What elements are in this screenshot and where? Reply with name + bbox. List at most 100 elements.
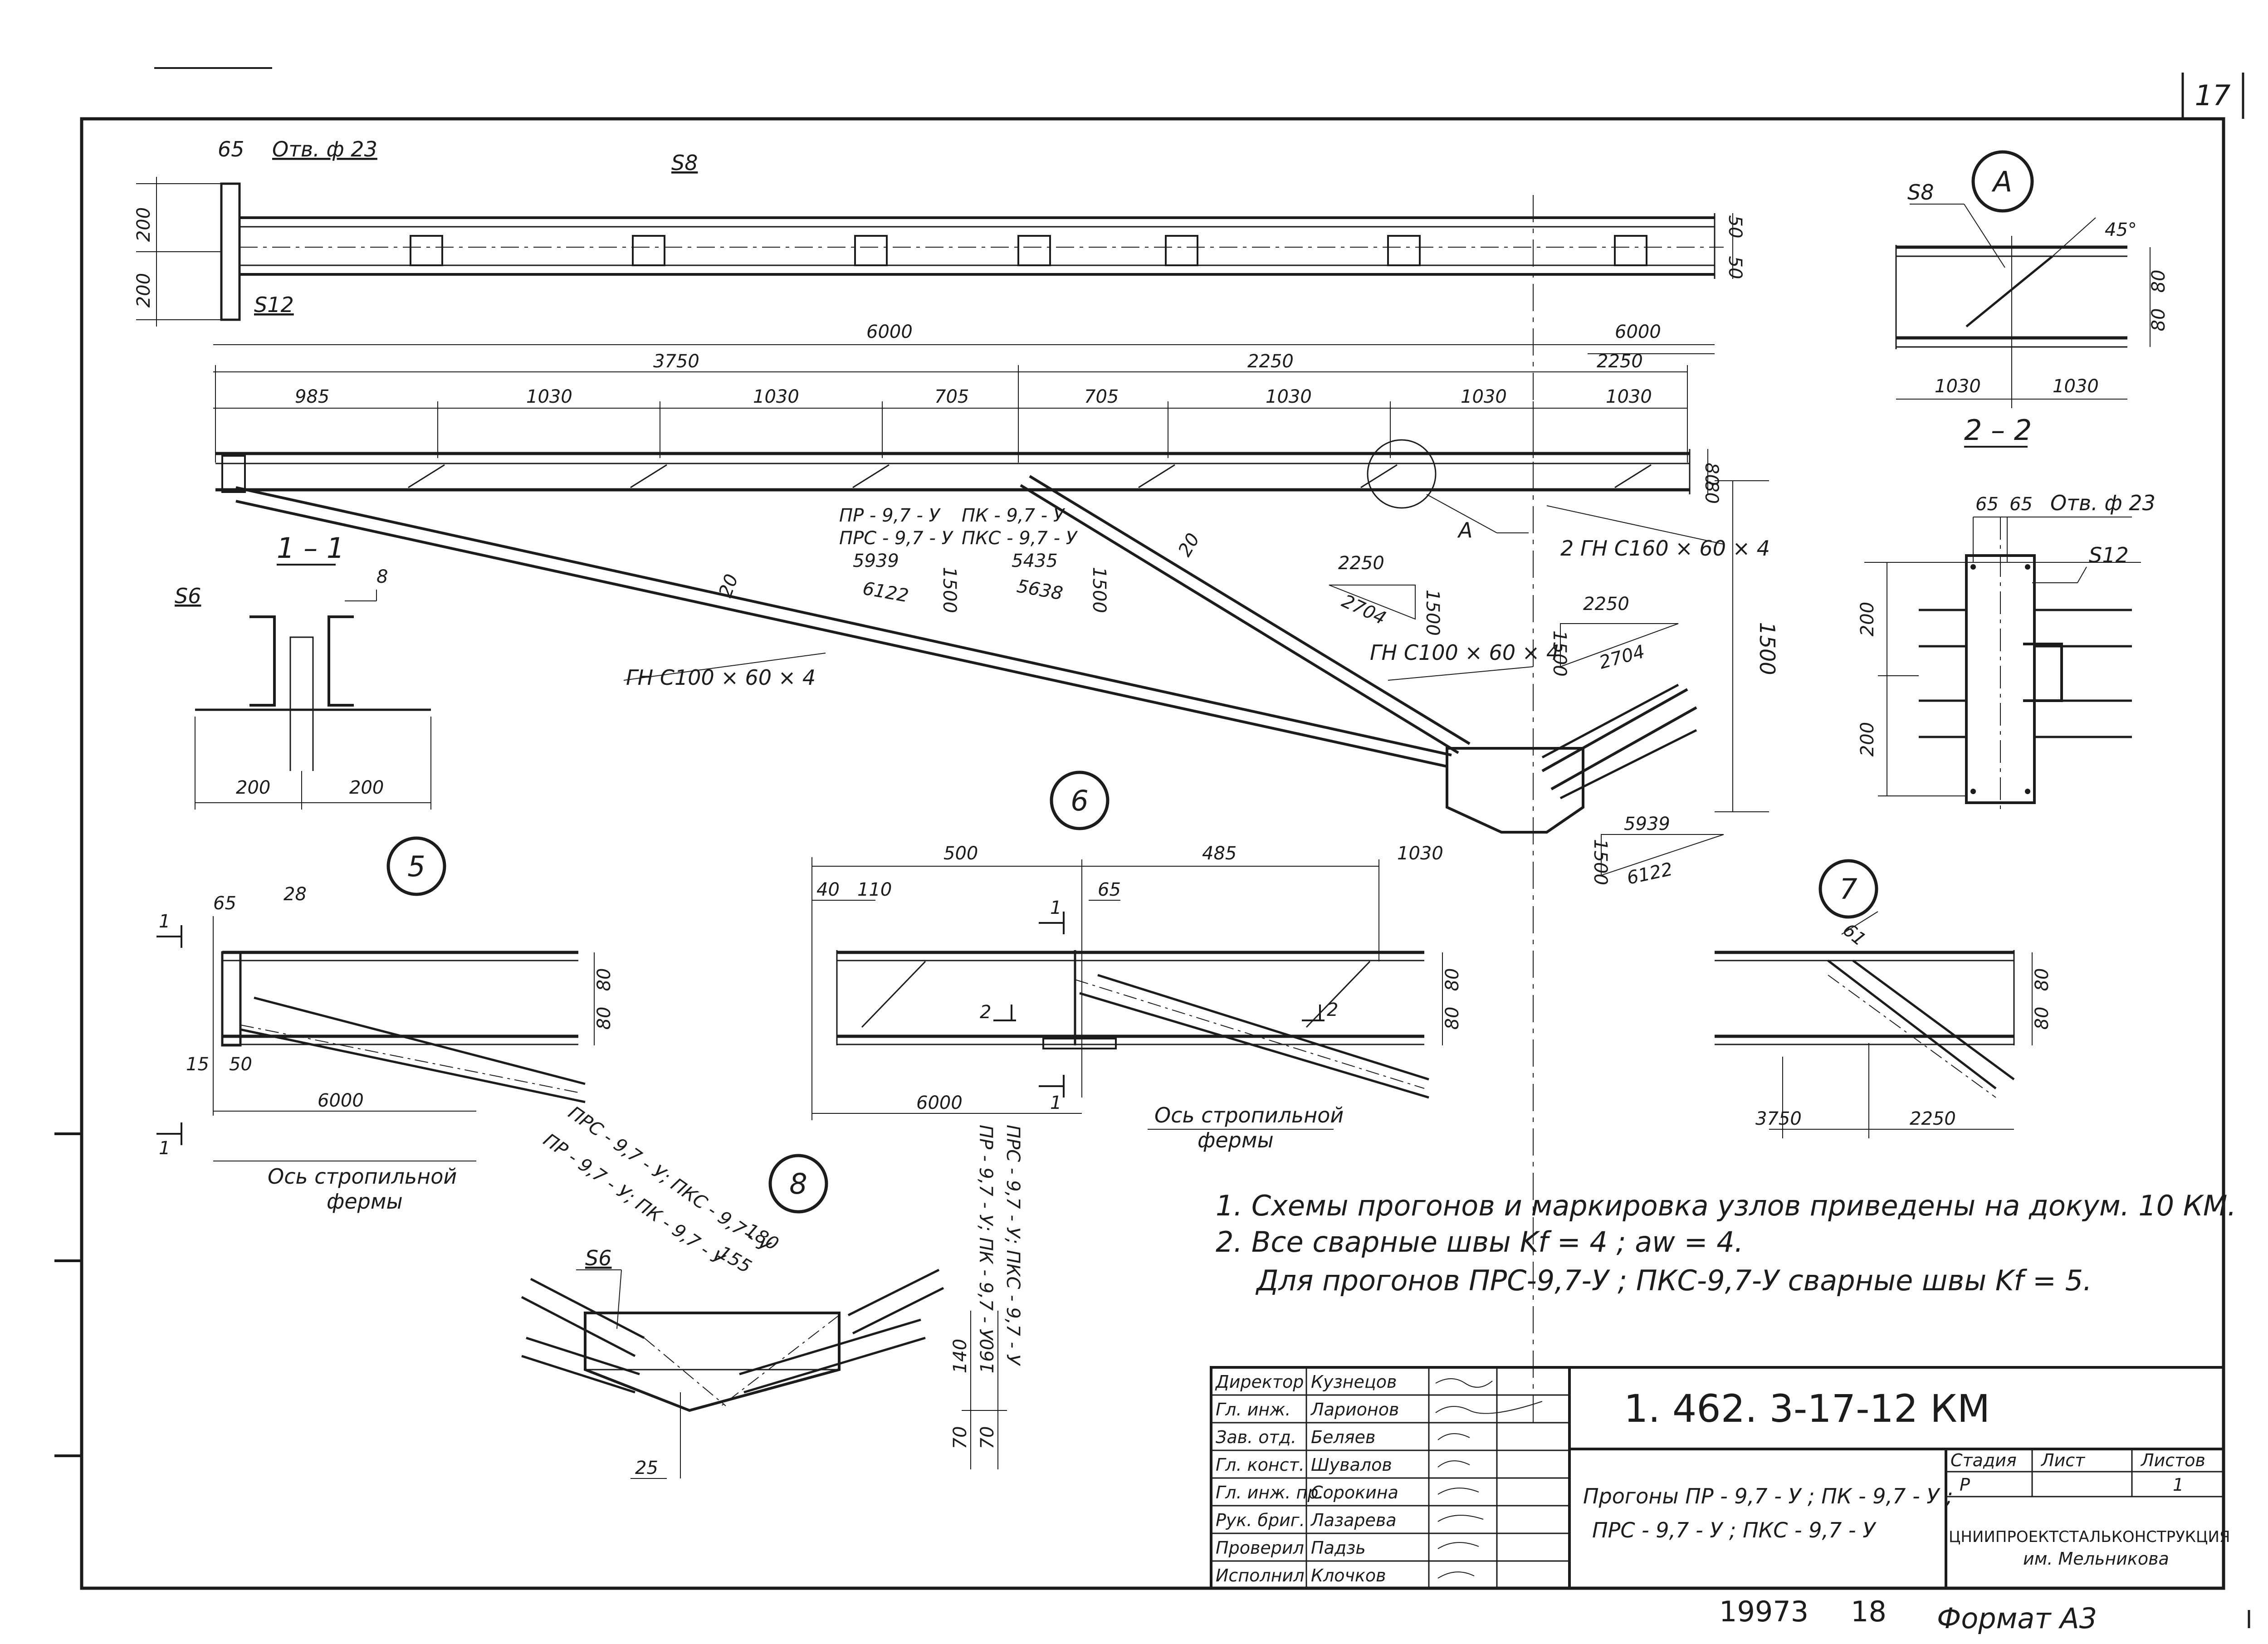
node-8-dim-70a: 70 (950, 1426, 971, 1449)
dim-985: 985 (295, 386, 329, 407)
dim-right-50-a: 50 (1725, 215, 1745, 239)
node-8 (521, 1154, 1007, 1479)
node-5-cut-bottom: 1 (159, 1138, 170, 1159)
section-2-2-dim-65a: 65 (1975, 494, 1999, 515)
detail-a-plate: S8 (1907, 180, 1934, 205)
node-6-dim-80b: 80 (1442, 1007, 1463, 1030)
node-5-dim-80b: 80 (594, 1007, 615, 1030)
node-8-dim-160: 160 (977, 1339, 998, 1373)
node-6-axis-1: Ось стропильной (1154, 1103, 1344, 1127)
slope3-a: 2250 (1338, 553, 1384, 574)
dim-2250-b: 2250 (1597, 351, 1643, 372)
node-6-dim-80a: 80 (1442, 968, 1463, 991)
slope3-h: 1500 (1422, 590, 1443, 636)
node-6-dim-110: 110 (857, 879, 892, 900)
dim-705-b: 705 (1084, 386, 1119, 407)
plate-s8-top: S8 (671, 151, 698, 175)
node-6-dim-6000: 6000 (916, 1093, 963, 1113)
slope4-h: 1500 (1549, 630, 1570, 677)
staff-role: Зав. отд. (1216, 1427, 1296, 1447)
section-2-2-dim-b: 200 (1857, 722, 1878, 756)
node-6-dim-1030: 1030 (1397, 843, 1443, 864)
title-line-1: Прогоны ПР - 9,7 - У ; ПК - 9,7 - У ; (1583, 1484, 1953, 1508)
section-2-2-dim-a: 200 (1857, 602, 1878, 636)
slope5-b: 6122 (1625, 859, 1675, 889)
slope2-b: 5638 (1015, 576, 1064, 605)
chord-label: 2 ГН С160 × 60 × 4 (1560, 536, 1770, 561)
dim-1030-b: 1030 (753, 386, 799, 407)
slope5-h: 1500 (1590, 839, 1611, 885)
sheets-value: 1 (2173, 1475, 2184, 1495)
section-1-1-dim-a: 200 (236, 777, 270, 798)
node-8-dim-140: 140 (950, 1339, 971, 1373)
dim-6000-top: 6000 (866, 322, 913, 342)
staff-table: Директор Кузнецов Гл. инж. Ларионов Зав.… (1215, 1372, 1399, 1585)
dim-2250-a: 2250 (1247, 351, 1294, 372)
note-1: 1. Схемы прогонов и маркировка узлов при… (1216, 1189, 2236, 1222)
node-5-dim-6000: 6000 (318, 1090, 364, 1111)
detail-a (1895, 150, 2151, 408)
sheet-header: Лист (2040, 1450, 2086, 1470)
bottom-number-1: 19973 (1719, 1595, 1809, 1628)
detail-a-dim-r2: 80 (2148, 308, 2169, 332)
hole-label-top: Отв. ф 23 (272, 137, 377, 161)
staff-role: Исполнил (1216, 1566, 1305, 1585)
section-1-1-weld: 8 (376, 566, 388, 587)
stage-value: Р (1960, 1475, 1970, 1495)
node-5 (156, 836, 595, 1161)
org-name: ЦНИИПРОЕКТСТАЛЬКОНСТРУКЦИЯ (1949, 1528, 2230, 1546)
staff-name: Кузнецов (1311, 1372, 1397, 1392)
node-6-sec-left: 2 (980, 1002, 991, 1023)
staff-name: Клочков (1311, 1566, 1386, 1585)
node-7-dim-80b: 80 (2032, 1007, 2053, 1030)
node-8-plate: S6 (585, 1246, 611, 1270)
dim-705-a: 705 (934, 386, 969, 407)
slope4-a: 2250 (1583, 594, 1629, 615)
dim-left-200-b: 200 (133, 273, 154, 307)
dim-80-a: 80 (1701, 463, 1722, 486)
staff-name: Ларионов (1310, 1400, 1399, 1420)
note-3: Для прогонов ПРС-9,7-У ; ПКС-9,7-У сварн… (1255, 1264, 2092, 1297)
node-6 (811, 771, 1443, 1130)
slope3-b: 2704 (1339, 590, 1389, 629)
section-1-1 (195, 564, 431, 810)
title-line-2: ПРС - 9,7 - У ; ПКС - 9,7 - У (1592, 1518, 1877, 1542)
mark-pks: ПКС - 9,7 - У (962, 528, 1078, 549)
node-8-dim-70b: 70 (977, 1426, 998, 1449)
node-8-dim-25: 25 (635, 1458, 658, 1478)
section-1-1-dim-b: 200 (349, 777, 384, 798)
slope2-h: 1500 (1089, 567, 1110, 613)
dim-1030-a: 1030 (526, 386, 572, 407)
detail-a-mark: А (1991, 165, 2012, 198)
dim-1500-height: 1500 (1755, 622, 1779, 675)
node-5-dim-15: 15 (186, 1054, 209, 1075)
node-6-dim-500: 500 (943, 843, 978, 864)
brace-label-left: ГН С100 × 60 × 4 (626, 665, 816, 690)
mark-pr: ПР - 9,7 - У (839, 505, 941, 526)
node-8-mark: 8 (789, 1167, 807, 1200)
staff-name: Шувалов (1311, 1455, 1392, 1475)
dim-6000-right: 6000 (1615, 322, 1661, 342)
slope4-b: 2704 (1597, 641, 1647, 673)
node-6-mark: 6 (1070, 784, 1088, 817)
node-5-dim-80a: 80 (594, 968, 615, 991)
section-2-2 (1864, 446, 2141, 812)
node-a-ref: А (1457, 518, 1472, 542)
format-label: Формат А3 (1937, 1602, 2097, 1635)
section-2-2-title: 2 – 2 (1964, 414, 2032, 447)
node-7-dim-3750: 3750 (1755, 1108, 1802, 1129)
section-1-1-title: 1 – 1 (277, 532, 344, 565)
dim-80-b: 80 (1701, 481, 1722, 504)
node-6-cut-top: 1 (1050, 898, 1061, 918)
node-5-cut-top: 1 (159, 911, 170, 932)
dim-1030-e: 1030 (1606, 386, 1652, 407)
brace-label-right: ГН С100 × 60 × 4 (1370, 640, 1559, 665)
detail-a-angle: 45° (2105, 220, 2137, 240)
node-5-mark: 5 (407, 850, 425, 883)
slope1-h: 1500 (939, 567, 960, 613)
node-7-dim-61: 61 (1839, 919, 1870, 950)
staff-role: Гл. инж. (1216, 1400, 1290, 1420)
mark-prs: ПРС - 9,7 - У (839, 528, 953, 549)
bottom-number-2: 18 (1851, 1595, 1887, 1628)
